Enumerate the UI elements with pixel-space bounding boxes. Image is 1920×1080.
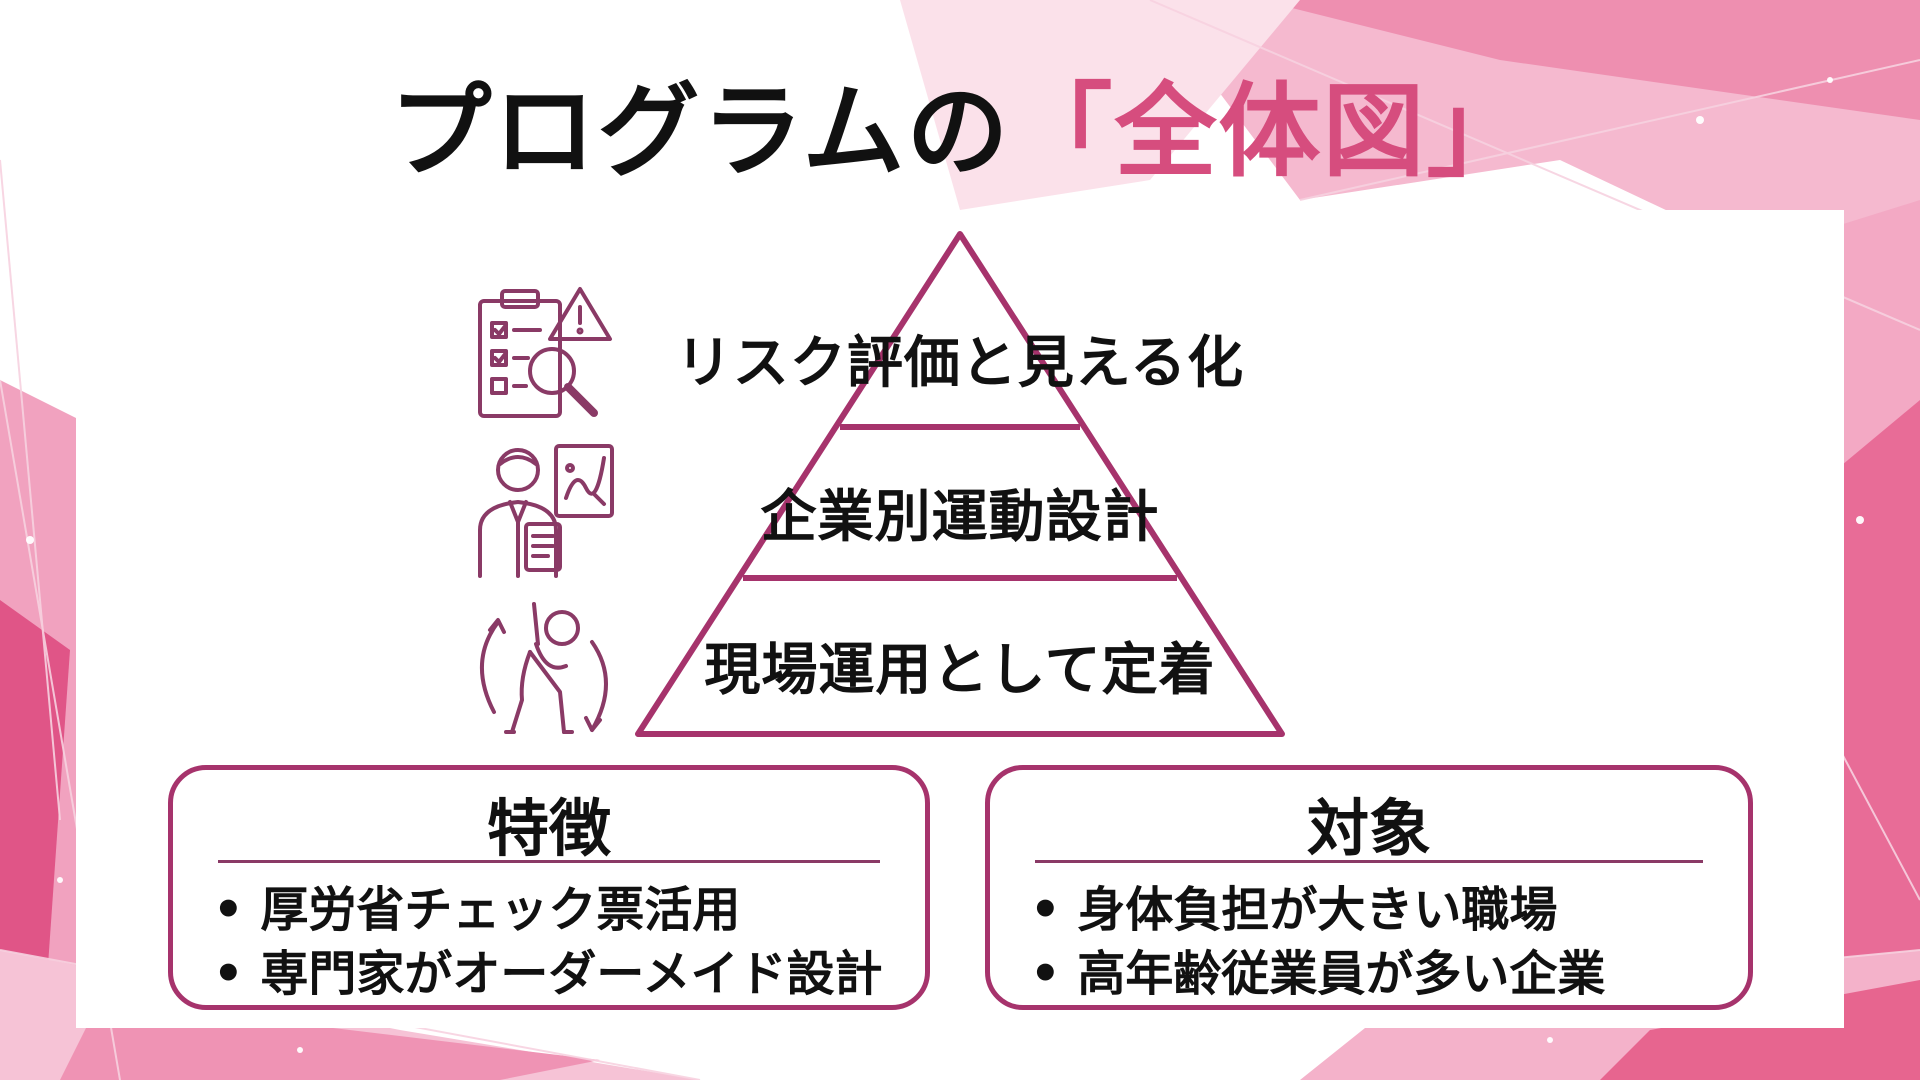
pyramid-level-3-label: 現場運用として定着 bbox=[704, 638, 1216, 703]
page-title: プログラムの「全体図」 bbox=[0, 50, 1920, 197]
stretching-exercise-icon bbox=[479, 602, 608, 734]
list-item: 身体負担が大きい職場 bbox=[1030, 878, 1605, 942]
list-item: 厚労省チェック票活用 bbox=[213, 878, 882, 942]
list-item: 専門家がオーダーメイド設計 bbox=[213, 942, 882, 1006]
title-accent: 「全体図」 bbox=[1010, 73, 1531, 192]
targets-title: 対象 bbox=[1306, 792, 1431, 865]
pyramid-outline bbox=[635, 231, 1285, 737]
list-item: 高年齢従業員が多い企業 bbox=[1030, 942, 1605, 1006]
features-divider bbox=[218, 860, 880, 863]
targets-card: 対象 身体負担が大きい職場 高年齢従業員が多い企業 bbox=[985, 765, 1753, 1010]
features-card: 特徴 厚労省チェック票活用 専門家がオーダーメイド設計 bbox=[168, 765, 930, 1010]
pyramid-level-1-label: リスク評価と見える化 bbox=[675, 331, 1245, 396]
targets-list: 身体負担が大きい職場 高年齢従業員が多い企業 bbox=[1030, 878, 1605, 1006]
targets-divider bbox=[1035, 860, 1703, 863]
features-title: 特徴 bbox=[486, 792, 611, 865]
risk-assessment-icon bbox=[478, 287, 612, 418]
pyramid-level-2-label: 企業別運動設計 bbox=[760, 485, 1160, 550]
consultant-planning-icon bbox=[478, 444, 614, 578]
title-main: プログラムの bbox=[389, 73, 1011, 192]
features-list: 厚労省チェック票活用 専門家がオーダーメイド設計 bbox=[213, 878, 882, 1006]
